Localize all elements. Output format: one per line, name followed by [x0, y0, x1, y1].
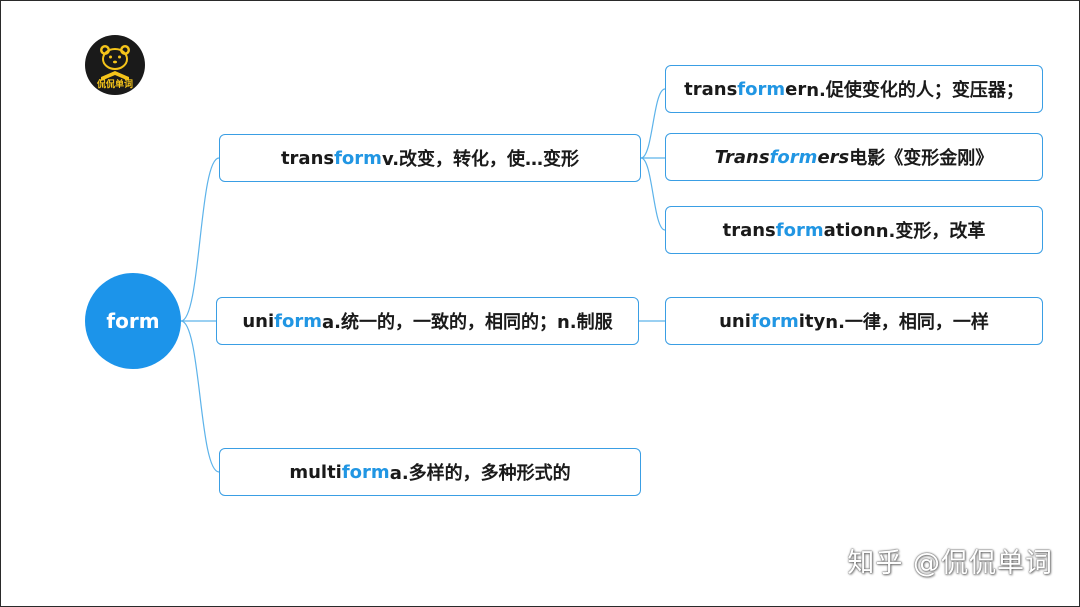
- word-prefix: trans: [280, 147, 335, 169]
- node-multiform: multiform a.多样的，多种形式的: [219, 448, 641, 496]
- word-suffix: ation: [823, 219, 876, 241]
- definition: n.促使变化的人；变压器；: [806, 80, 1024, 101]
- word-prefix: uni: [242, 310, 275, 332]
- word-prefix: multi: [289, 461, 342, 483]
- word-suffix: ity: [798, 310, 826, 332]
- word: uniform: [242, 311, 322, 332]
- definition: n.一律，相同，一样: [825, 312, 989, 333]
- word-suffix: ers: [817, 146, 850, 168]
- node-transform: transform v.改变，转化，使…变形: [219, 134, 641, 182]
- word-prefix: trans: [684, 78, 738, 100]
- link-transform-transformer: [640, 88, 666, 159]
- definition: a.多样的，多种形式的: [389, 463, 571, 484]
- word-root: form: [775, 219, 824, 241]
- definition: v.改变，转化，使…变形: [381, 149, 580, 170]
- root-node-form: form: [85, 273, 181, 369]
- node-transformer: transformer n.促使变化的人；变压器；: [665, 65, 1043, 113]
- node-transformers-movie: Transformers 电影《变形金刚》: [665, 133, 1043, 181]
- watermark: 知乎 @侃侃单词: [847, 548, 1053, 579]
- word-suffix: er: [785, 78, 807, 100]
- definition: a.统一的，一致的，相同的；n.制服: [322, 312, 613, 333]
- word-root: form: [341, 461, 390, 483]
- definition: 电影《变形金刚》: [849, 148, 994, 169]
- word-root: form: [274, 310, 322, 332]
- logo-caption: 侃侃单词: [96, 80, 133, 90]
- word: transformation: [723, 220, 876, 241]
- definition: n.变形，改革: [875, 221, 986, 242]
- node-uniformity: uniformity n.一律，相同，一样: [665, 297, 1043, 345]
- word-prefix: trans: [722, 219, 776, 241]
- word: multiform: [289, 462, 389, 483]
- word: uniformity: [719, 311, 825, 332]
- node-transformation: transformation n.变形，改革: [665, 206, 1043, 254]
- word-root: form: [769, 146, 818, 168]
- word-prefix: uni: [719, 310, 751, 332]
- word-root: form: [750, 310, 799, 332]
- link-transform-transformation: [640, 157, 666, 231]
- word-root: form: [737, 78, 786, 100]
- link-root-transform: [180, 157, 220, 322]
- word: transform: [281, 148, 382, 169]
- link-root-multiform: [180, 320, 220, 473]
- bear-reading-book-icon: [100, 45, 130, 81]
- word-prefix: Trans: [714, 146, 770, 168]
- word: transformer: [684, 79, 806, 100]
- brand-logo: 侃侃单词: [85, 35, 145, 95]
- word: Transformers: [715, 147, 850, 168]
- node-uniform: uniform a.统一的，一致的，相同的；n.制服: [216, 297, 639, 345]
- word-root: form: [334, 147, 382, 169]
